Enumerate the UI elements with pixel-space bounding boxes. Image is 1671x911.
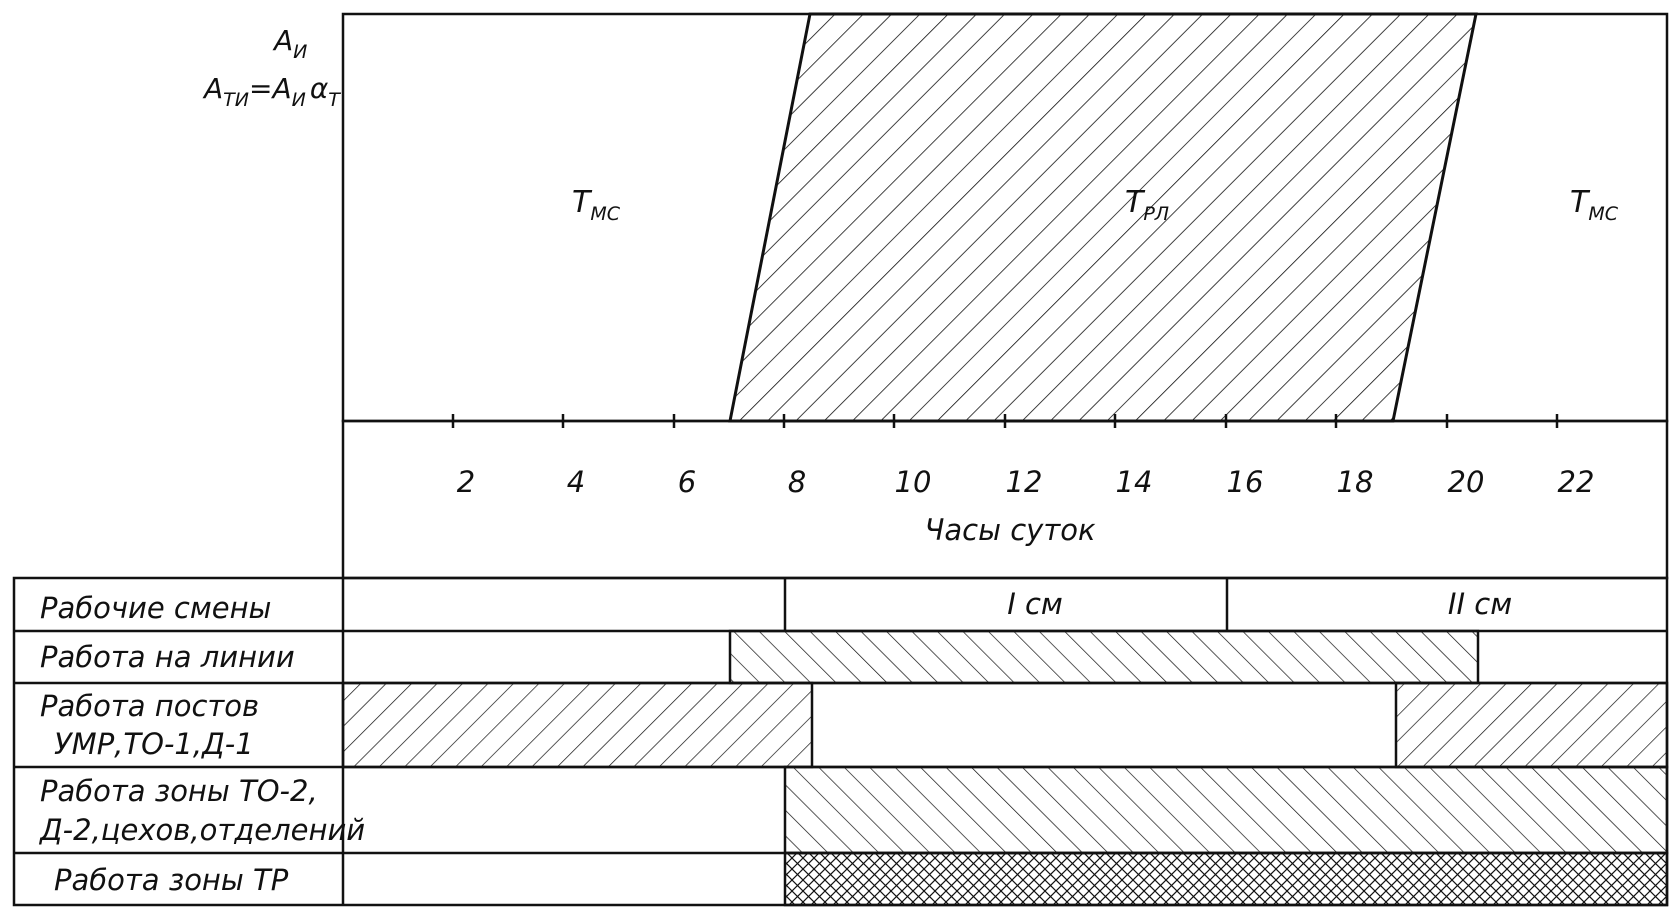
tick-label: 12: [1006, 465, 1043, 499]
row-label-to2-line1: Работа зоны ТО-2,: [40, 774, 318, 808]
line-work-bar: [728, 629, 1480, 685]
tr-work-bar: [783, 851, 1669, 907]
row-label-posts-line2: УМР,ТО-1,Д-1: [54, 727, 254, 761]
y-legend-line1: AИ: [272, 24, 307, 63]
posts-work-bar-evening: [1394, 681, 1669, 769]
tick-label: 16: [1227, 465, 1264, 499]
tick-label: 20: [1448, 465, 1485, 499]
tick-label: 14: [1116, 465, 1153, 499]
table-frame: [12, 576, 1669, 907]
posts-work-bar-night: [341, 681, 814, 769]
to2-work-bar: [783, 765, 1669, 855]
row-label-tr: Работа зоны ТР: [54, 863, 289, 897]
row-label-shifts: Рабочие смены: [40, 591, 271, 625]
row-label-posts-line1: Работа постов: [40, 689, 259, 723]
tick-label: 22: [1558, 465, 1595, 499]
line-operation-zone: [728, 12, 1478, 423]
tick-label: 8: [788, 465, 806, 499]
x-axis-label: Часы суток: [925, 513, 1096, 547]
shift-2-label: II см: [1448, 587, 1512, 621]
axis-tick-labels: 2 4 6 8 10 12 14 16 18 20 22: [457, 465, 1595, 499]
row-label-to2-line2: Д-2,цехов,отделений: [38, 813, 365, 847]
shift-1-label: I см: [1007, 587, 1063, 621]
tick-label: 18: [1337, 465, 1374, 499]
schedule-table: I см II см Рабочие смены Работа на линии…: [12, 576, 1669, 907]
tick-label: 10: [895, 465, 932, 499]
axis-area-frame: [341, 419, 1669, 580]
zone-label-left: TМС: [572, 185, 621, 225]
tick-label: 6: [678, 465, 696, 499]
zone-label-middle: TРЛ: [1125, 185, 1169, 225]
tick-label: 4: [567, 465, 585, 499]
tick-label: 2: [457, 465, 475, 499]
row-label-line-work: Работа на линии: [40, 640, 295, 674]
zone-label-right: TМС: [1570, 185, 1619, 225]
axis-ticks: [451, 414, 1559, 428]
